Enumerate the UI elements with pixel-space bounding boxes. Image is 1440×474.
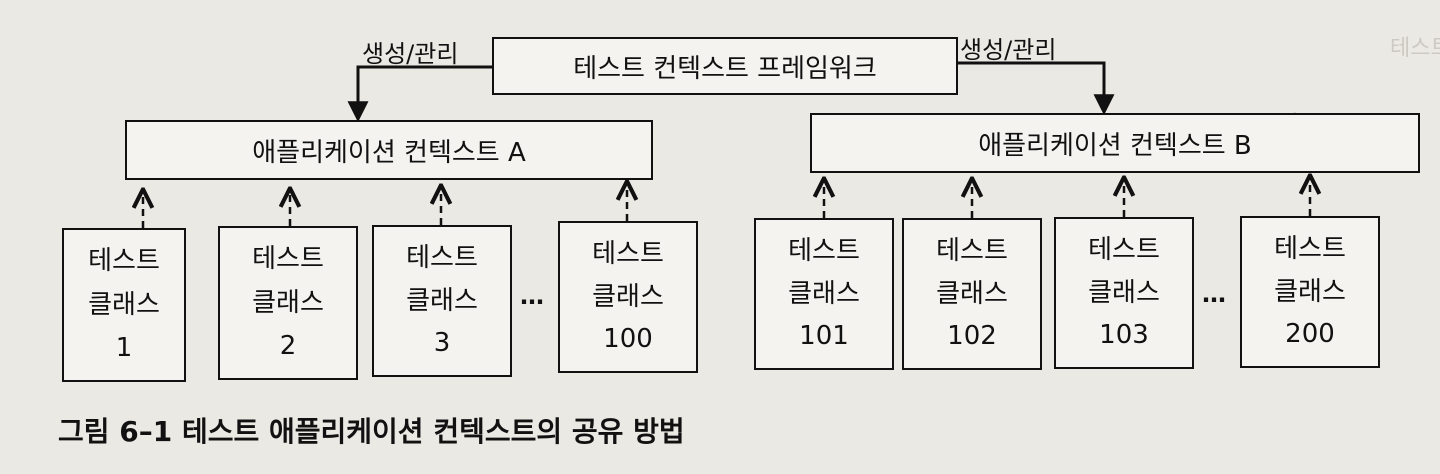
manage-arrow-a <box>347 65 492 123</box>
test-class-box-2: 테스트 클래스 2 <box>218 226 358 380</box>
test-class-line2: 클래스 <box>592 281 664 312</box>
test-class-box-200: 테스트 클래스 200 <box>1240 216 1380 368</box>
context-a-box: 애플리케이션 컨텍스트 A <box>125 120 653 180</box>
ellipsis-b: … <box>1202 280 1228 308</box>
test-class-number: 3 <box>433 328 451 359</box>
test-class-line2: 클래스 <box>936 278 1008 309</box>
ellipsis-a: … <box>520 282 546 310</box>
test-class-box-100: 테스트 클래스 100 <box>558 221 698 373</box>
manage-label-left: 생성/관리 <box>362 40 459 68</box>
test-class-number: 2 <box>279 331 297 362</box>
test-class-line1: 테스트 <box>1274 234 1346 265</box>
test-class-box-101: 테스트 클래스 101 <box>754 218 894 370</box>
test-class-number: 1 <box>115 333 133 364</box>
test-class-line1: 테스트 <box>1088 235 1160 266</box>
test-class-number: 100 <box>603 324 653 355</box>
test-class-line2: 클래스 <box>1274 276 1346 307</box>
test-class-line2: 클래스 <box>406 285 478 316</box>
test-class-line2: 클래스 <box>252 287 324 318</box>
test-class-line1: 테스트 <box>406 243 478 274</box>
test-class-line2: 클래스 <box>88 289 160 320</box>
context-a-label: 애플리케이션 컨텍스트 A <box>252 137 526 168</box>
context-b-label: 애플리케이션 컨텍스트 B <box>978 130 1252 161</box>
test-class-line2: 클래스 <box>788 278 860 309</box>
test-class-line1: 테스트 <box>592 239 664 270</box>
test-class-line1: 테스트 <box>788 236 860 267</box>
test-class-box-103: 테스트 클래스 103 <box>1054 217 1194 369</box>
test-class-line2: 클래스 <box>1088 277 1160 308</box>
manage-arrow-b <box>958 61 1115 116</box>
test-class-number: 102 <box>947 321 997 352</box>
test-class-box-1: 테스트 클래스 1 <box>62 228 186 382</box>
manage-label-right: 생성/관리 <box>960 36 1057 64</box>
framework-label: 테스트 컨텍스트 프레임워크 <box>573 53 877 84</box>
framework-box: 테스트 컨텍스트 프레임워크 <box>492 37 958 95</box>
test-class-number: 101 <box>799 321 849 352</box>
test-class-number: 103 <box>1099 320 1149 351</box>
test-class-box-102: 테스트 클래스 102 <box>902 218 1042 370</box>
test-class-line1: 테스트 <box>936 236 1008 267</box>
figure-caption: 그림 6–1 테스트 애플리케이션 컨텍스트의 공유 방법 <box>58 415 685 448</box>
test-class-box-3: 테스트 클래스 3 <box>372 225 512 377</box>
test-class-line1: 테스트 <box>252 244 324 275</box>
test-class-number: 200 <box>1285 319 1335 350</box>
context-b-box: 애플리케이션 컨텍스트 B <box>810 113 1420 173</box>
test-class-line1: 테스트 <box>88 246 160 277</box>
